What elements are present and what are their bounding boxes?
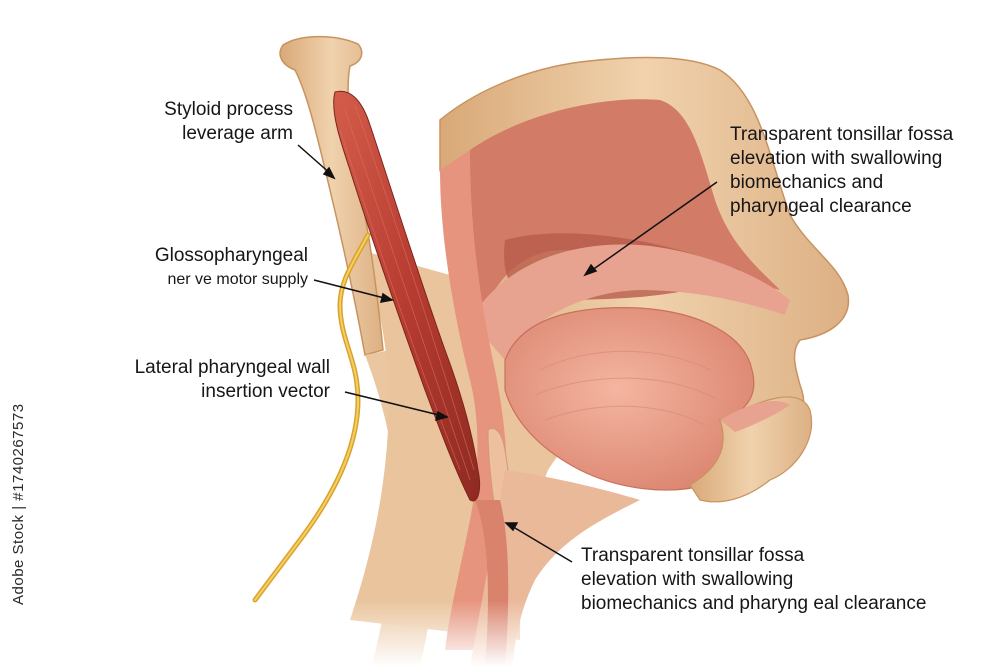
- label-tonsil-upper-line1: Transparent tonsillar fossa: [730, 123, 953, 147]
- bottom-fade: [240, 600, 570, 667]
- label-tonsillar-fossa-upper: Transparent tonsillar fossa elevation wi…: [730, 123, 953, 219]
- label-lateral-line2: insertion vector: [80, 380, 330, 404]
- label-tonsil-upper-line3: biomechanics and: [730, 171, 953, 195]
- label-tonsil-lower-line3: biomechanics and pharyng eal clearance: [581, 592, 926, 616]
- watermark-text: Adobe Stock | #1740267573: [10, 403, 27, 605]
- label-tonsil-upper-line2: elevation with swallowing: [730, 147, 953, 171]
- label-styloid-process: Styloid process leverage arm: [120, 98, 293, 146]
- stock-watermark: Adobe Stock | #1740267573: [8, 425, 32, 605]
- label-glosso-line1: Glossopharyngeal: [110, 244, 308, 268]
- label-tonsillar-fossa-lower: Transparent tonsillar fossa elevation wi…: [581, 544, 926, 616]
- label-glosso-line2: ner ve motor supply: [110, 268, 308, 292]
- label-lateral-line1: Lateral pharyngeal wall: [80, 356, 330, 380]
- label-styloid-line1: Styloid process: [120, 98, 293, 122]
- label-lateral-pharyngeal-wall: Lateral pharyngeal wall insertion vector: [80, 356, 330, 404]
- label-tonsil-upper-line4: pharyngeal clearance: [730, 195, 953, 219]
- label-tonsil-lower-line1: Transparent tonsillar fossa: [581, 544, 926, 568]
- label-styloid-line2: leverage arm: [120, 122, 293, 146]
- label-glossopharyngeal: Glossopharyngeal ner ve motor supply: [110, 244, 308, 292]
- label-tonsil-lower-line2: elevation with swallowing: [581, 568, 926, 592]
